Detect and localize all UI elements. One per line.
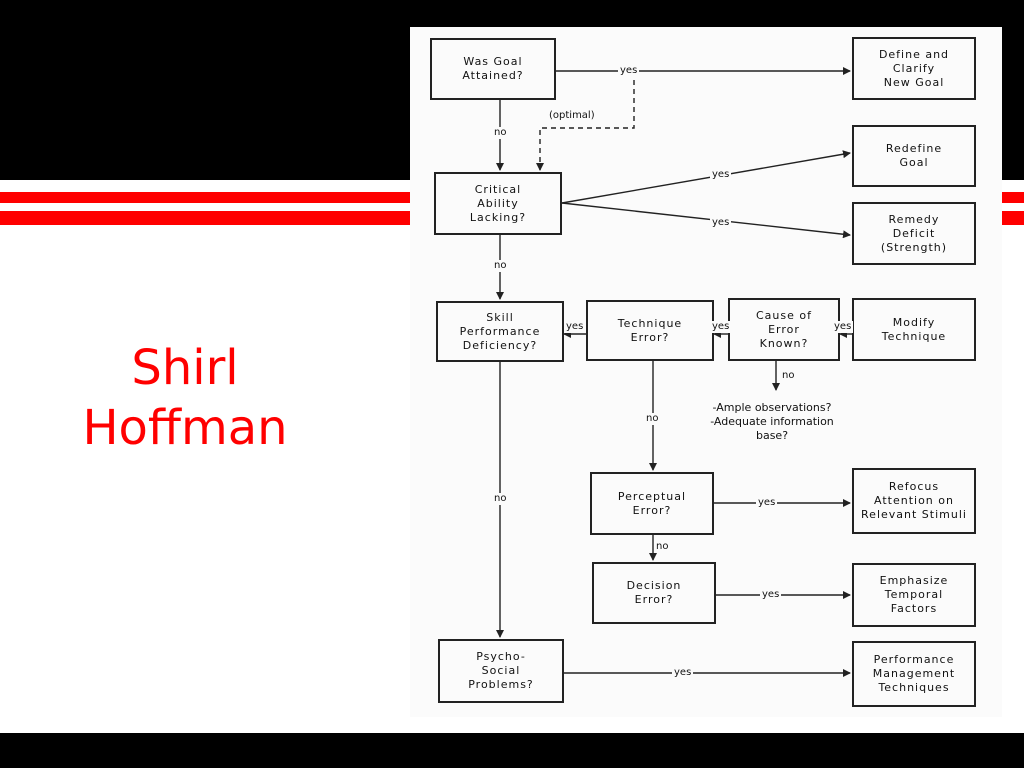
bottom-black-band xyxy=(0,733,1024,768)
slide-title: Shirl Hoffman xyxy=(82,340,288,456)
flowchart-panel: Was Goal Attained? Define and Clarify Ne… xyxy=(410,27,1002,717)
label-yes-psycho: yes xyxy=(672,667,694,679)
flowchart-connectors xyxy=(496,67,852,677)
label-no-critical: no xyxy=(492,260,509,272)
label-yes-remedy: yes xyxy=(710,217,732,229)
box-perceptual-error: Perceptual Error? xyxy=(590,472,714,535)
label-no-skill: no xyxy=(492,493,509,505)
box-critical-ability: Critical Ability Lacking? xyxy=(434,172,562,235)
dashed-optimal-path xyxy=(536,71,635,171)
box-technique-error: Technique Error? xyxy=(586,300,714,361)
box-decision-error: Decision Error? xyxy=(592,562,716,624)
box-remedy-deficit: Remedy Deficit (Strength) xyxy=(852,202,976,265)
box-psycho-social: Psycho- Social Problems? xyxy=(438,639,564,703)
box-modify-technique: Modify Technique xyxy=(852,298,976,361)
label-yes-goal: yes xyxy=(618,65,640,77)
label-yes-technique: yes xyxy=(564,321,586,333)
box-define-new-goal: Define and Clarify New Goal xyxy=(852,37,976,100)
label-no-cause: no xyxy=(780,370,797,382)
arrow-critical-to-redefine xyxy=(561,150,851,204)
label-no-perceptual: no xyxy=(654,541,671,553)
box-performance-management: Performance Management Techniques xyxy=(852,641,976,707)
box-emphasize-temporal: Emphasize Temporal Factors xyxy=(852,563,976,627)
box-cause-known: Cause of Error Known? xyxy=(728,298,840,361)
label-yes-perceptual: yes xyxy=(756,497,778,509)
label-optimal: (optimal) xyxy=(547,110,597,122)
arrow-critical-to-remedy xyxy=(561,202,851,239)
label-yes-cause: yes xyxy=(710,321,732,333)
box-goal-attained: Was Goal Attained? xyxy=(430,38,556,100)
observation-note: -Ample observations? -Adequate informati… xyxy=(710,401,834,442)
label-yes-decision: yes xyxy=(760,589,782,601)
label-no-goal: no xyxy=(492,127,509,139)
label-yes-redefine: yes xyxy=(710,169,732,181)
box-skill-deficiency: Skill Performance Deficiency? xyxy=(436,301,564,362)
box-redefine-goal: Redefine Goal xyxy=(852,125,976,187)
label-yes-modify: yes xyxy=(832,321,854,333)
label-no-technique: no xyxy=(644,413,661,425)
box-refocus-attention: Refocus Attention on Relevant Stimuli xyxy=(852,468,976,534)
